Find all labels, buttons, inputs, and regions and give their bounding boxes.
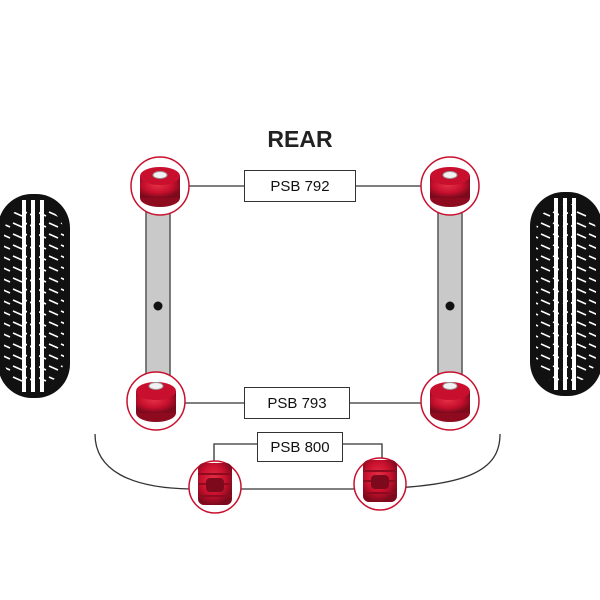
right-tyre-icon xyxy=(530,192,600,396)
right-trailing-arm xyxy=(437,199,463,391)
bush-lower-right-icon xyxy=(420,371,480,431)
left-tyre-icon xyxy=(0,194,70,398)
diagram-title: REAR xyxy=(267,126,333,152)
antiroll-bush-left-icon xyxy=(188,460,242,514)
bush-upper-left-icon xyxy=(130,156,190,216)
bush-lower-left-icon xyxy=(126,371,186,431)
part-label-lower: PSB 793 xyxy=(244,387,350,419)
connector-lines xyxy=(94,185,501,490)
part-label-antiroll: PSB 800 xyxy=(257,432,343,462)
antiroll-bush-right-icon xyxy=(353,457,407,511)
part-label-upper: PSB 792 xyxy=(244,170,356,202)
bush-upper-right-icon xyxy=(420,156,480,216)
left-trailing-arm xyxy=(145,199,171,391)
